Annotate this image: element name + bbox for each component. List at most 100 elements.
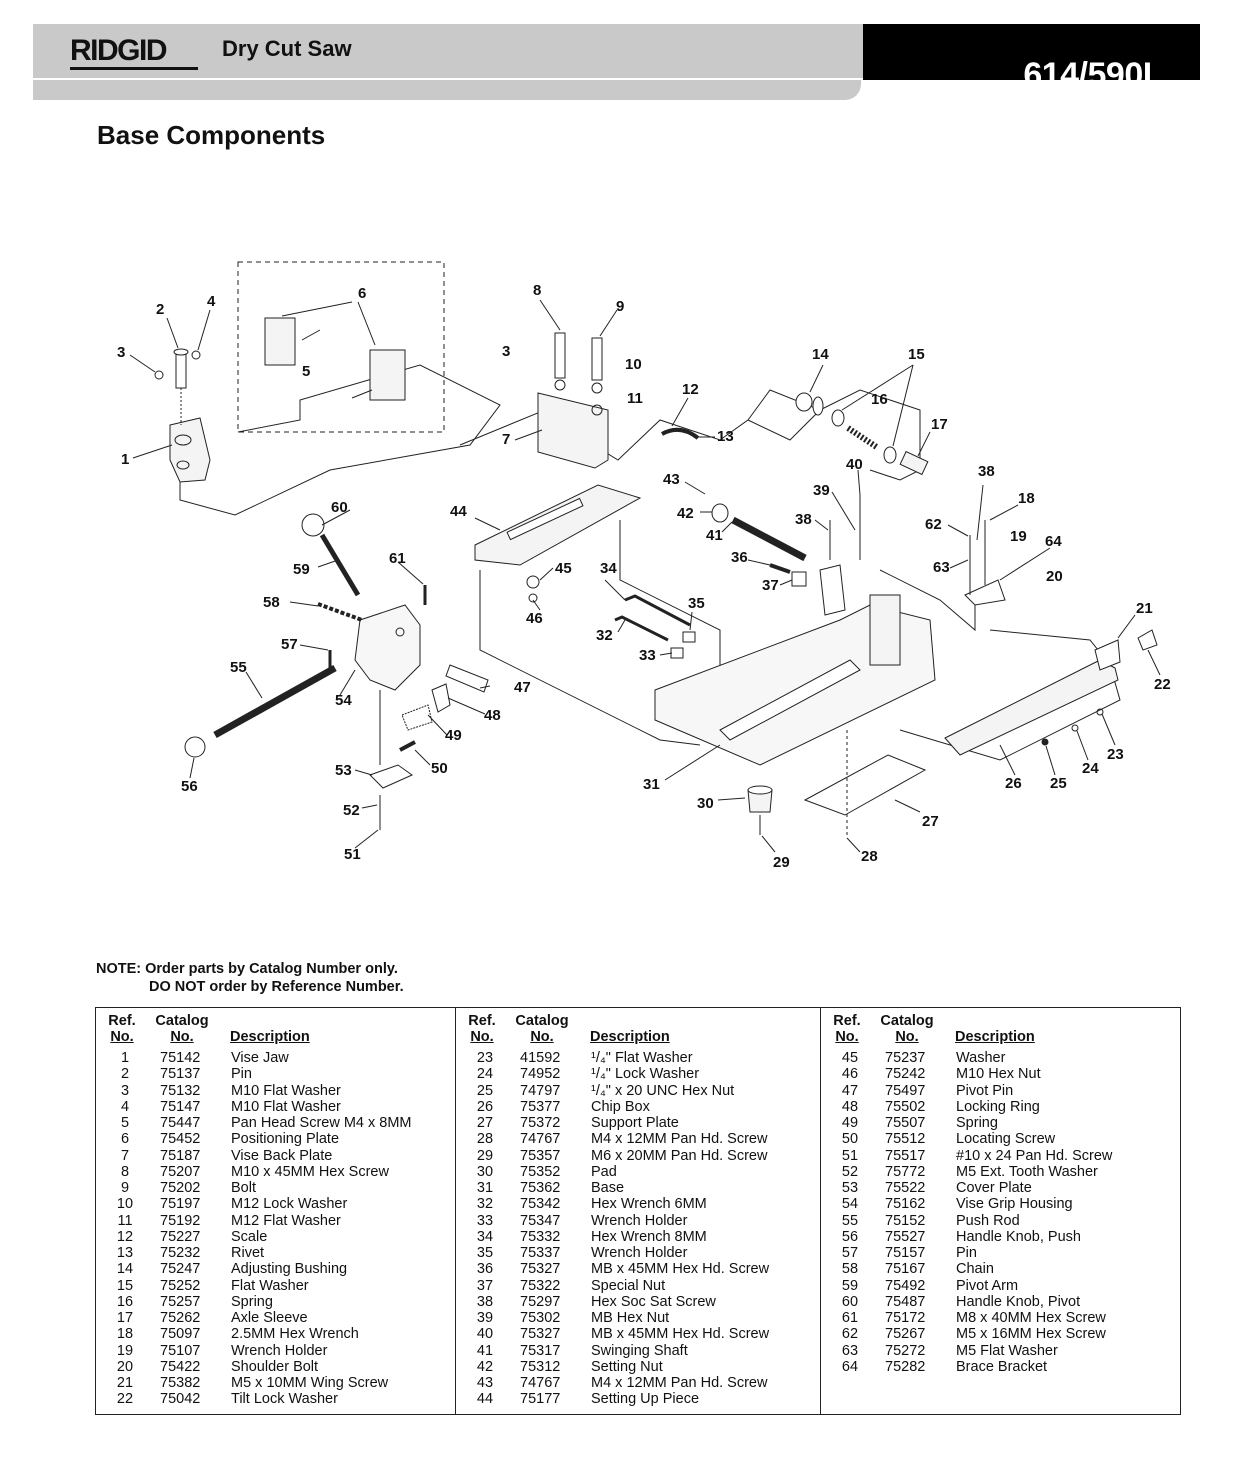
callout-1: 1 (121, 451, 129, 468)
callout-33: 33 (639, 647, 656, 664)
ref-number: 55 (841, 1212, 859, 1229)
ref-number: 15 (116, 1277, 134, 1294)
catalog-number: 75522 (885, 1180, 926, 1196)
ref-header: Ref. (108, 1013, 136, 1029)
part-description: M12 Flat Washer (231, 1212, 341, 1229)
catalog-number: 75497 (885, 1082, 926, 1099)
catalog-number: 75512 (885, 1131, 926, 1148)
ref-number: 18 (116, 1326, 134, 1343)
ref-number: 34 (476, 1228, 494, 1245)
catalog-number: 75772 (885, 1163, 926, 1180)
callout-10: 10 (625, 356, 642, 373)
callout-64: 64 (1045, 533, 1062, 550)
model-block: 614/590L (863, 24, 1200, 94)
callout-17: 17 (931, 416, 948, 433)
ref-number: 20 (116, 1358, 134, 1375)
part-description: MB Hex Nut (591, 1310, 670, 1326)
catalog-number: 75177 (520, 1391, 561, 1408)
part-description: Brace Bracket (956, 1358, 1048, 1375)
part-description: Spring (231, 1293, 273, 1310)
note-line-1: NOTE: Order parts by Catalog Number only… (96, 961, 398, 977)
callout-19: 19 (1010, 528, 1027, 545)
part-description: Base (591, 1180, 625, 1196)
callout-25: 25 (1050, 775, 1067, 792)
ref-number: 62 (841, 1326, 859, 1343)
catalog-header-no: No. (895, 1029, 919, 1045)
callout-47: 47 (514, 679, 531, 696)
callout-27: 27 (922, 813, 939, 830)
callout-12: 12 (682, 381, 699, 398)
catalog-number: 75197 (160, 1196, 201, 1213)
part-description: Axle Sleeve (231, 1310, 308, 1326)
ref-header-no: No. (835, 1029, 859, 1045)
ref-number: 4 (120, 1098, 130, 1115)
callout-34: 34 (600, 560, 617, 577)
part-description: Pad (591, 1163, 617, 1180)
part-description: Support Plate (591, 1115, 679, 1131)
ref-header: Ref. (833, 1013, 861, 1029)
callout-38: 38 (795, 511, 812, 528)
part-description: Rivet (231, 1245, 265, 1261)
catalog-number: 75487 (885, 1293, 926, 1310)
ref-number: 56 (841, 1228, 859, 1245)
part-description: Washer (956, 1050, 1006, 1066)
ref-number: 37 (476, 1277, 494, 1294)
callout-37: 37 (762, 577, 779, 594)
ref-number: 3 (120, 1082, 130, 1099)
ref-number: 32 (476, 1196, 494, 1213)
table-row: 55 75152 Push Rod (821, 1213, 1180, 1229)
part-description: Wrench Holder (231, 1342, 328, 1359)
ref-number: 43 (476, 1375, 494, 1391)
catalog-number: 75327 (520, 1261, 561, 1278)
callout-5: 5 (302, 363, 310, 380)
part-description: Handle Knob, Pivot (956, 1293, 1081, 1310)
ref-number: 5 (120, 1115, 130, 1131)
callout-57: 57 (281, 636, 298, 653)
part-description: Handle Knob, Push (956, 1228, 1081, 1245)
part-description: Push Rod (956, 1212, 1020, 1229)
catalog-number: 75302 (520, 1310, 561, 1326)
callout-44: 44 (450, 503, 467, 520)
part-description: M5 x 10MM Wing Screw (231, 1375, 389, 1391)
part-description: ¹/₄" Flat Washer (591, 1050, 693, 1066)
callout-40: 40 (846, 456, 863, 473)
callout-56: 56 (181, 778, 198, 795)
part-description: Vise Back Plate (231, 1147, 333, 1164)
catalog-number: 75152 (885, 1212, 926, 1229)
catalog-number: 75257 (160, 1293, 201, 1310)
part-description: #10 x 24 Pan Hd. Screw (956, 1147, 1113, 1164)
part-description: ¹/₄" Lock Washer (591, 1066, 700, 1083)
callout-26: 26 (1005, 775, 1022, 792)
callout-46: 46 (526, 610, 543, 627)
ref-number: 33 (476, 1212, 494, 1229)
catalog-number: 74767 (520, 1131, 561, 1148)
part-description: Swinging Shaft (591, 1342, 688, 1359)
ref-number: 25 (476, 1082, 494, 1099)
part-description: Pivot Arm (956, 1277, 1019, 1294)
callout-38-second: 38 (978, 463, 995, 480)
callout-15: 15 (908, 346, 925, 363)
